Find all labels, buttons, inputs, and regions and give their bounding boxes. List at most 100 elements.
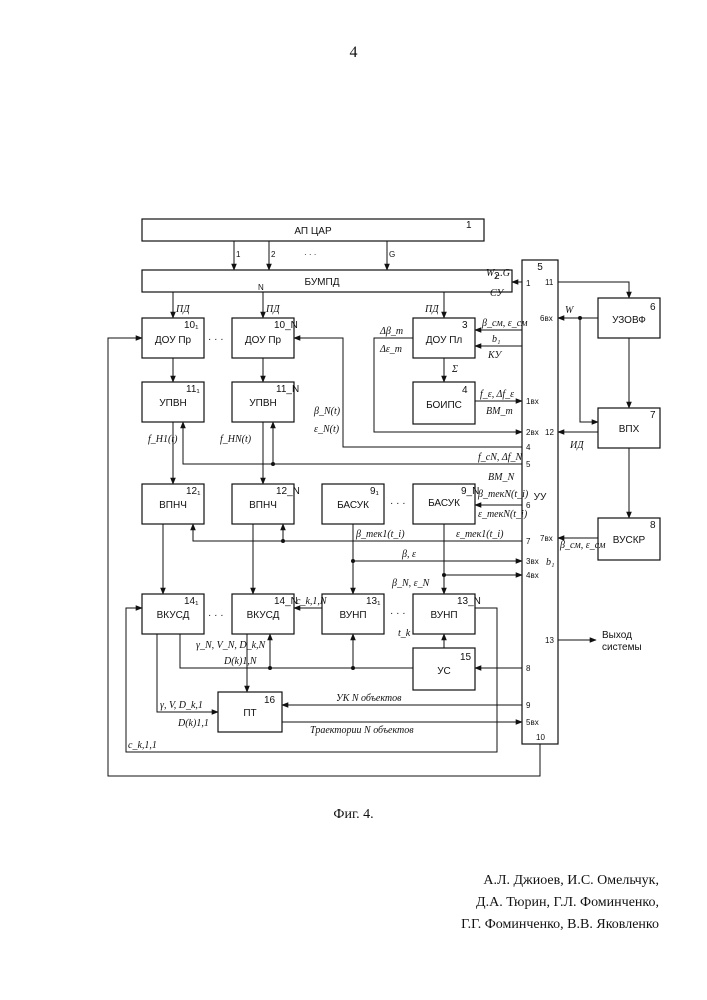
output-label-1: Выход xyxy=(602,630,632,641)
sig-dbeta: Δβ_m xyxy=(379,326,403,337)
uu-port-6vh: 6вх xyxy=(540,314,553,323)
bus-dots: · · · xyxy=(304,250,316,259)
uu-port-10: 10 xyxy=(536,733,545,742)
label-upvn-1: УПВН xyxy=(159,398,186,409)
bus-port-g: G xyxy=(389,250,395,259)
sig-fe: f_ε, Δf_ε xyxy=(480,389,514,400)
num-vkusd-1: 14₁ xyxy=(184,596,199,607)
sig-bm-m: BM_m xyxy=(486,406,513,417)
sig-b1: b₁ xyxy=(492,334,500,345)
label-uzovf: УЗОВФ xyxy=(612,315,646,326)
uu-port-13: 13 xyxy=(545,636,554,645)
sig-eps-tek-1: ε_тек1(t_i) xyxy=(456,529,504,540)
label-vkusd-n: ВКУСД xyxy=(247,610,280,621)
num-uzovf: 6 xyxy=(650,302,656,313)
num-dou-pr-1: 10₁ xyxy=(184,320,199,331)
uu-port-7vh: 7вх xyxy=(540,534,553,543)
num-dou-pr-n: 10_N xyxy=(274,320,298,331)
author-line-2: Д.А. Тюрин, Г.Л. Фоминченко, xyxy=(461,892,659,914)
num-upvn-n: 11_N xyxy=(276,384,299,395)
num-vpnch-n: 12_N xyxy=(276,486,300,497)
num-uu: 5 xyxy=(537,262,543,273)
num-vkusd-n: 14_N xyxy=(274,596,298,607)
sig-w1g: W₁..G xyxy=(486,268,510,279)
bus-port-2: 2 xyxy=(271,250,276,259)
sig-su: СУ xyxy=(490,288,505,299)
authors: А.Л. Джиоев, И.С. Омельчук, Д.А. Тюрин, … xyxy=(461,870,659,936)
sig-beta-n-t: β_N(t) xyxy=(313,406,341,417)
num-dou-pl: 3 xyxy=(462,320,468,331)
uu-port-4: 4 xyxy=(526,443,531,452)
sig-beta-tek-n: β_текN(t_i) xyxy=(477,489,529,500)
label-ap-tsar: АП ЦАР xyxy=(294,226,332,237)
author-line-3: Г.Г. Фоминченко, В.В. Яковленко xyxy=(461,914,659,936)
sig-ku: КУ xyxy=(487,350,503,361)
label-dou-pr-n: ДОУ Пр xyxy=(245,335,282,346)
num-us: 15 xyxy=(460,652,472,663)
sig-fcn: f_cN, Δf_N xyxy=(478,452,524,463)
num-vuskr: 8 xyxy=(650,520,656,531)
bus-port-n: N xyxy=(258,283,264,292)
sig-beta-tek-1: β_тек1(t_i) xyxy=(355,529,405,540)
label-basuk-n: БАСУК xyxy=(428,498,460,509)
uu-port-2vh: 2вх xyxy=(526,428,539,437)
sig-ck11: c_k,1,1 xyxy=(128,740,157,751)
uu-port-1: 1 xyxy=(526,279,531,288)
label-vpnch-1: ВПНЧ xyxy=(159,500,187,511)
sig-beta-eps-sm-right: β_см, ε_см xyxy=(559,540,606,551)
sig-tk: t_k xyxy=(398,628,411,639)
label-uu: УУ xyxy=(534,492,547,503)
num-ap-tsar: 1 xyxy=(466,220,472,231)
sig-uk: УК N объектов xyxy=(336,693,402,704)
label-vkusd-1: ВКУСД xyxy=(157,610,190,621)
author-line-1: А.Л. Джиоев, И.С. Омельчук, xyxy=(461,870,659,892)
uu-port-5vh: 5вх xyxy=(526,718,539,727)
sig-eps-tek-n: ε_текN(t_i) xyxy=(478,509,528,520)
label-vunp-n: ВУНП xyxy=(430,610,457,621)
label-boips: БОИПС xyxy=(426,400,462,411)
dots-basuk: · · · xyxy=(390,498,406,509)
num-vpnch-1: 12₁ xyxy=(186,486,201,497)
sig-deps: Δε_m xyxy=(379,344,402,355)
sig-pd-pl: ПД xyxy=(424,304,439,315)
sig-traj: Траектории N объектов xyxy=(310,725,414,736)
uu-port-8: 8 xyxy=(526,664,531,673)
sig-gnvn: γ_N, V_N, D_k,N xyxy=(196,640,267,651)
sig-pd-1: ПД xyxy=(175,304,190,315)
sig-fh1: f_H1(t) xyxy=(148,434,178,445)
uu-port-1vh: 1вх xyxy=(526,397,539,406)
sig-w: W xyxy=(565,305,575,316)
sig-id: ИД xyxy=(569,440,584,451)
sig-pd-n: ПД xyxy=(265,304,280,315)
label-vph: ВПХ xyxy=(619,424,640,435)
sig-sigma: Σ xyxy=(451,364,458,375)
num-pt: 16 xyxy=(264,695,276,706)
sig-fhn: f_HN(t) xyxy=(220,434,252,445)
label-us: УС xyxy=(437,666,451,677)
label-vunp-1: ВУНП xyxy=(339,610,366,621)
num-vph: 7 xyxy=(650,410,656,421)
figure-caption: Фиг. 4. xyxy=(0,807,707,823)
label-vpnch-n: ВПНЧ xyxy=(249,500,277,511)
label-vuskr: ВУСКР xyxy=(613,535,646,546)
sig-b1-right: b₁ xyxy=(546,557,554,568)
sig-gvd: γ, V, D_k,1 xyxy=(160,700,203,711)
label-upvn-n: УПВН xyxy=(249,398,276,409)
num-basuk-1: 9₁ xyxy=(370,486,380,497)
uu-port-7: 7 xyxy=(526,537,531,546)
bus-port-1: 1 xyxy=(236,250,241,259)
uu-port-11: 11 xyxy=(545,278,554,287)
label-dou-pl: ДОУ Пл xyxy=(426,335,463,346)
num-upvn-1: 11₁ xyxy=(186,384,200,395)
sig-eps-n-t: ε_N(t) xyxy=(314,424,340,435)
dots-vunp: · · · xyxy=(390,608,406,619)
sig-d11: D(k)1,1 xyxy=(177,718,209,729)
sig-bm-n: BM_N xyxy=(488,472,515,483)
num-basuk-n: 9_N xyxy=(461,486,479,497)
uu-port-12: 12 xyxy=(545,428,554,437)
uu-port-3vh: 3вх xyxy=(526,557,539,566)
num-boips: 4 xyxy=(462,385,468,396)
label-bumpd: БУМПД xyxy=(305,277,340,288)
uu-port-4vh: 4вх xyxy=(526,571,539,580)
